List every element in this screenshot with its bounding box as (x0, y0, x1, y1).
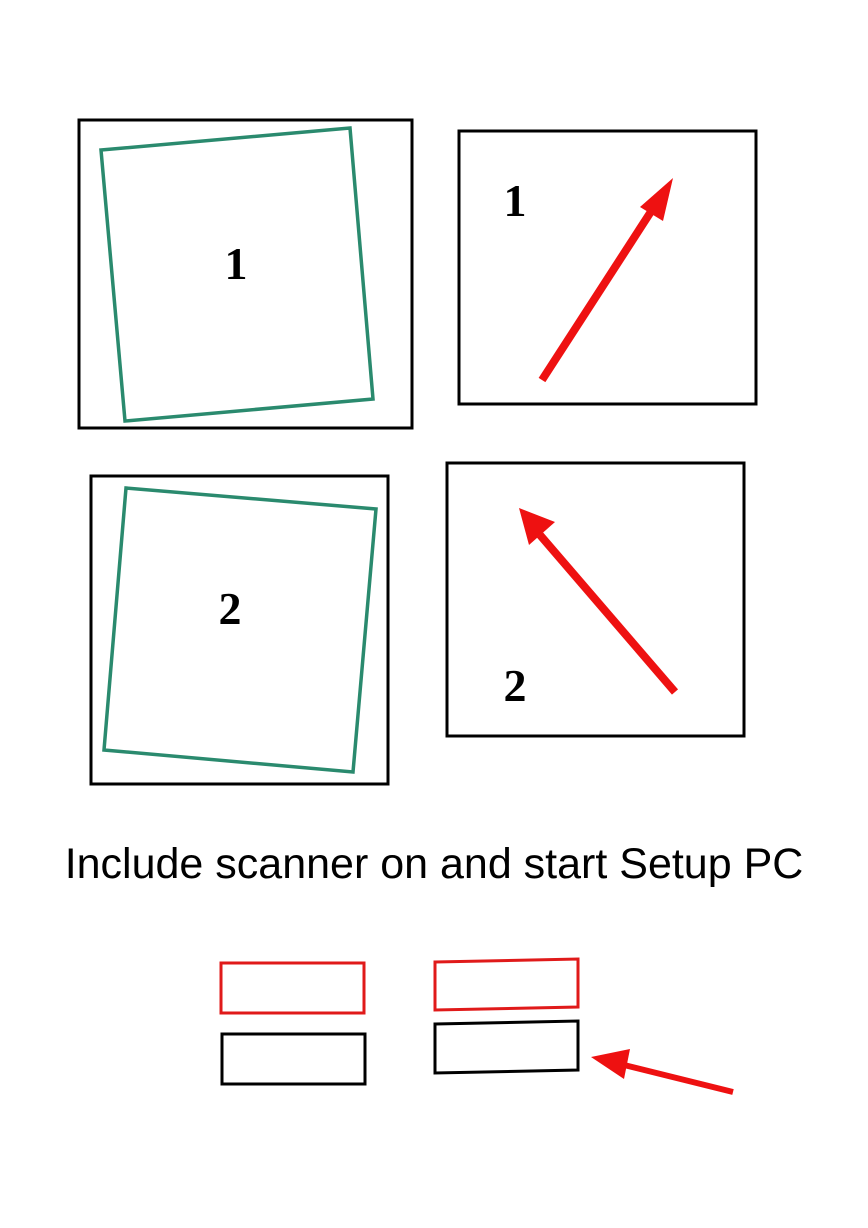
slot-right-red (433, 957, 580, 1012)
arrow-1-head-icon (640, 178, 673, 221)
sheet-1-label: 1 (225, 238, 248, 289)
sheet-panel-1-frame (77, 118, 414, 430)
sheet-panel-1: 1 (77, 118, 414, 430)
sheet-2-label: 2 (219, 583, 242, 634)
arrow-panel-1: 1 (457, 129, 758, 406)
rotated-sheet-2-shape (102, 486, 378, 774)
arrow-2-head-icon (519, 508, 555, 545)
arrow-panel-2-frame (445, 461, 746, 738)
pointer-arrow-icon (591, 1049, 734, 1095)
pointer-arrow-shaft (619, 1061, 734, 1095)
slot-left-black (220, 1032, 367, 1086)
arrow-2-shaft (536, 532, 679, 695)
sheet-panel-2: 2 (89, 474, 390, 786)
arrow-panel-1-frame (457, 129, 758, 406)
pointer-arrow-head-icon (591, 1049, 630, 1079)
rotated-sheet-1-shape (99, 126, 375, 423)
arrow-1-label: 1 (504, 175, 527, 226)
instruction-text: Include scanner on and start Setup PC (64, 840, 804, 888)
arrow-2-label: 2 (504, 660, 527, 711)
sheet-panel-2-frame (89, 474, 390, 786)
slot-group-right (433, 957, 580, 1075)
slot-left-red (219, 961, 366, 1015)
arrow-1-shaft (538, 207, 656, 383)
arrow-panel-2: 2 (445, 461, 746, 738)
slot-right-black (433, 1019, 580, 1075)
slot-group-left (219, 961, 367, 1086)
